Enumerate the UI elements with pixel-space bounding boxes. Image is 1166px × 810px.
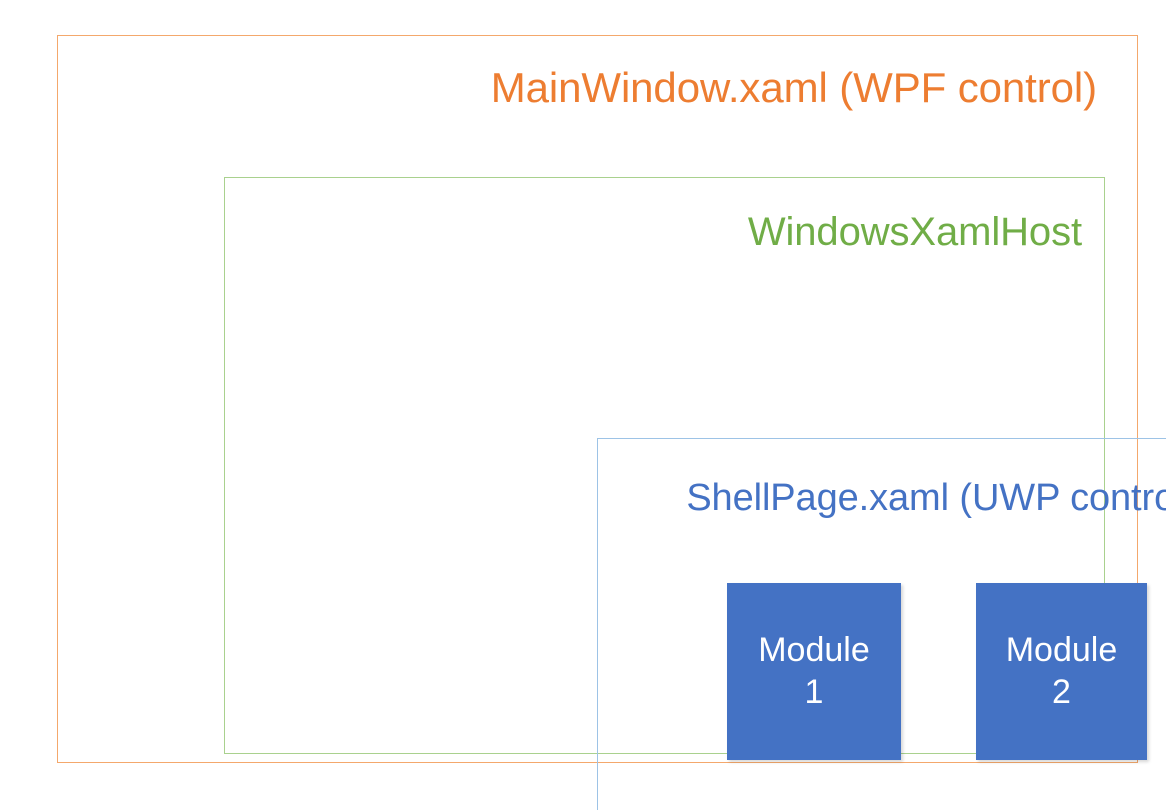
module-block-2-number: 2 bbox=[1052, 672, 1071, 711]
layer-mainwindow-box: MainWindow.xaml (WPF control) WindowsXam… bbox=[57, 35, 1166, 810]
layer-mainwindow-label: MainWindow.xaml (WPF control) bbox=[490, 64, 1097, 111]
layer-shellpage-label: ShellPage.xaml (UWP control) bbox=[686, 477, 1166, 519]
module-block-1-name: Module bbox=[758, 631, 870, 670]
module-block-2-name: Module bbox=[1005, 631, 1118, 670]
module-group: Module 1 Module 2 bbox=[727, 583, 1147, 760]
module-block-2: Module 2 bbox=[976, 583, 1147, 760]
layer-windowsxamlhost-box: WindowsXamlHost ShellPage.xaml (UWP cont… bbox=[224, 177, 1166, 810]
layer-windowsxamlhost-label: WindowsXamlHost bbox=[747, 210, 1082, 254]
layer-shellpage-box: ShellPage.xaml (UWP control) Module 1 Mo… bbox=[597, 438, 1166, 810]
module-block-1-number: 1 bbox=[804, 672, 824, 711]
module-block-1: Module 1 bbox=[727, 583, 901, 760]
